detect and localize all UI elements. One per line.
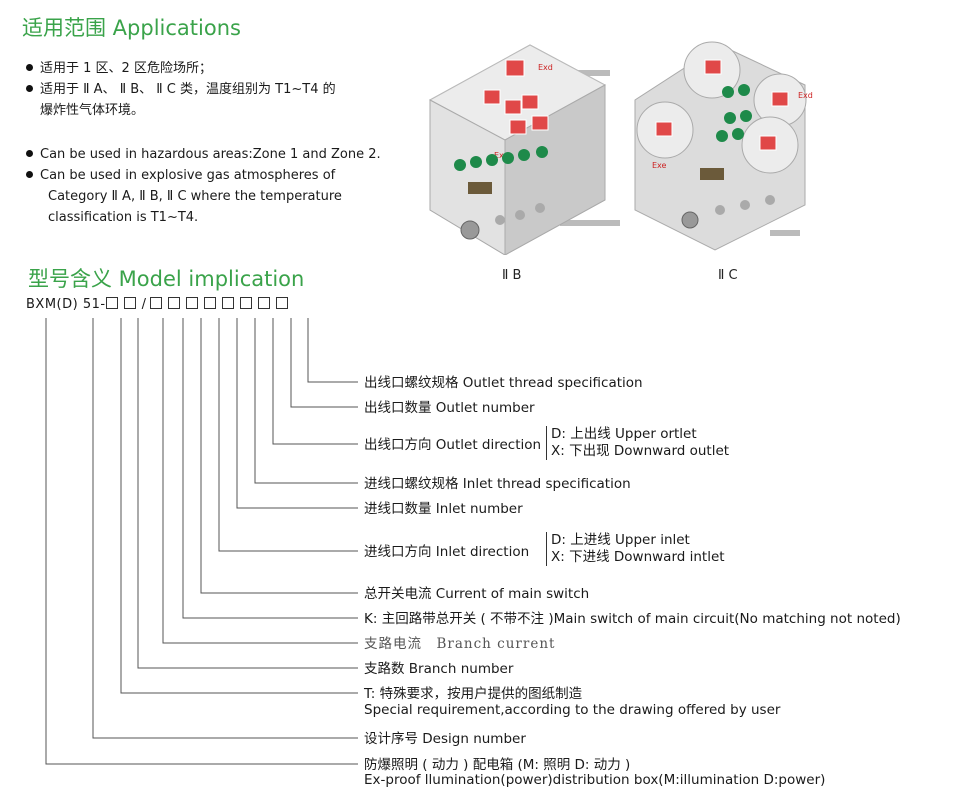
list-item-continuation: classification is T1~T4. [48, 210, 199, 225]
list-item: 适用于 1 区、2 区危险场所； [26, 58, 336, 79]
product-image-iib: Exd Exe [428, 44, 620, 255]
applications-en-list: Can be used in hazardous areas:Zone 1 an… [26, 144, 381, 228]
applications-heading: 适用范围 Applications [22, 16, 241, 40]
label-box-type-en: Ex-proof llumination(power)distribution … [364, 772, 826, 788]
label-box-type-cn: 防爆照明 ( 动力 ) 配电箱 (M: 照明 D: 动力 ) [364, 757, 631, 773]
code-box [204, 297, 217, 309]
code-box [186, 297, 199, 309]
model-heading: 型号含义 Model implication [28, 267, 305, 291]
label-outlet-thread: 出线口螺纹规格 Outlet thread specification [364, 375, 643, 391]
label-inlet-number: 进线口数量 Inlet number [364, 501, 523, 517]
bullet-icon [26, 85, 33, 92]
label-outlet-direction: 出线口方向 Outlet direction [364, 437, 542, 453]
inlet-option-upper: D: 上进线 Upper inlet [546, 532, 725, 549]
exe-mark: Exe [494, 151, 509, 160]
list-item: Can be used in hazardous areas:Zone 1 an… [26, 144, 381, 165]
code-box [168, 297, 181, 309]
model-code-prefix: BXM(D) 51- [26, 297, 106, 312]
product-caption-iic: Ⅱ C [718, 268, 738, 283]
outlet-option-downward: X: 下出现 Downward outlet [546, 443, 729, 460]
exd-mark: Exd [798, 91, 813, 100]
code-box [276, 297, 289, 309]
product-image-iic: Exd Exe [634, 41, 813, 251]
list-item: 适用于 Ⅱ A、 Ⅱ B、 Ⅱ C 类，温度组别为 T1~T4 的 [26, 79, 336, 100]
inlet-direction-options: D: 上进线 Upper inlet X: 下进线 Downward intle… [546, 532, 725, 566]
label-inlet-direction: 进线口方向 Inlet direction [364, 544, 530, 560]
code-box [222, 297, 235, 309]
outlet-direction-options: D: 上出线 Upper ortlet X: 下出现 Downward outl… [546, 426, 729, 460]
code-box [150, 297, 163, 309]
code-box [258, 297, 271, 309]
code-box [123, 297, 136, 309]
label-special-requirement-en: Special requirement,according to the dra… [364, 702, 781, 718]
label-inlet-thread: 进线口螺纹规格 Inlet thread specification [364, 476, 631, 492]
label-main-switch: K: 主回路带总开关 ( 不带不注 )Main switch of main c… [364, 611, 901, 627]
label-main-switch-current: 总开关电流 Current of main switch [364, 586, 590, 602]
applications-cn-list: 适用于 1 区、2 区危险场所； 适用于 Ⅱ A、 Ⅱ B、 Ⅱ C 类，温度组… [26, 58, 336, 121]
label-branch-number: 支路数 Branch number [364, 661, 514, 677]
model-code-slash: / [141, 297, 147, 312]
code-box [240, 297, 253, 309]
product-caption-iib: Ⅱ B [502, 268, 522, 283]
bullet-icon [26, 171, 33, 178]
label-branch-current: 支路电流 Branch current [364, 636, 556, 652]
list-item-continuation: Category Ⅱ A, Ⅱ B, Ⅱ C where the tempera… [48, 189, 342, 204]
bullet-icon [26, 64, 33, 71]
bullet-icon [26, 150, 33, 157]
outlet-option-upper: D: 上出线 Upper ortlet [546, 426, 729, 443]
code-box [105, 297, 118, 309]
label-design-number: 设计序号 Design number [364, 731, 526, 747]
model-code: BXM(D) 51- / [26, 297, 294, 312]
label-special-requirement-cn: T: 特殊要求，按用户提供的图纸制造 [364, 686, 583, 702]
list-item: Can be used in explosive gas atmospheres… [26, 165, 381, 186]
inlet-option-downward: X: 下进线 Downward intlet [546, 549, 725, 566]
label-outlet-number: 出线口数量 Outlet number [364, 400, 535, 416]
exd-mark: Exd [538, 63, 553, 72]
exe-mark: Exe [652, 161, 667, 170]
list-item-continuation: 爆炸性气体环境。 [40, 103, 145, 118]
